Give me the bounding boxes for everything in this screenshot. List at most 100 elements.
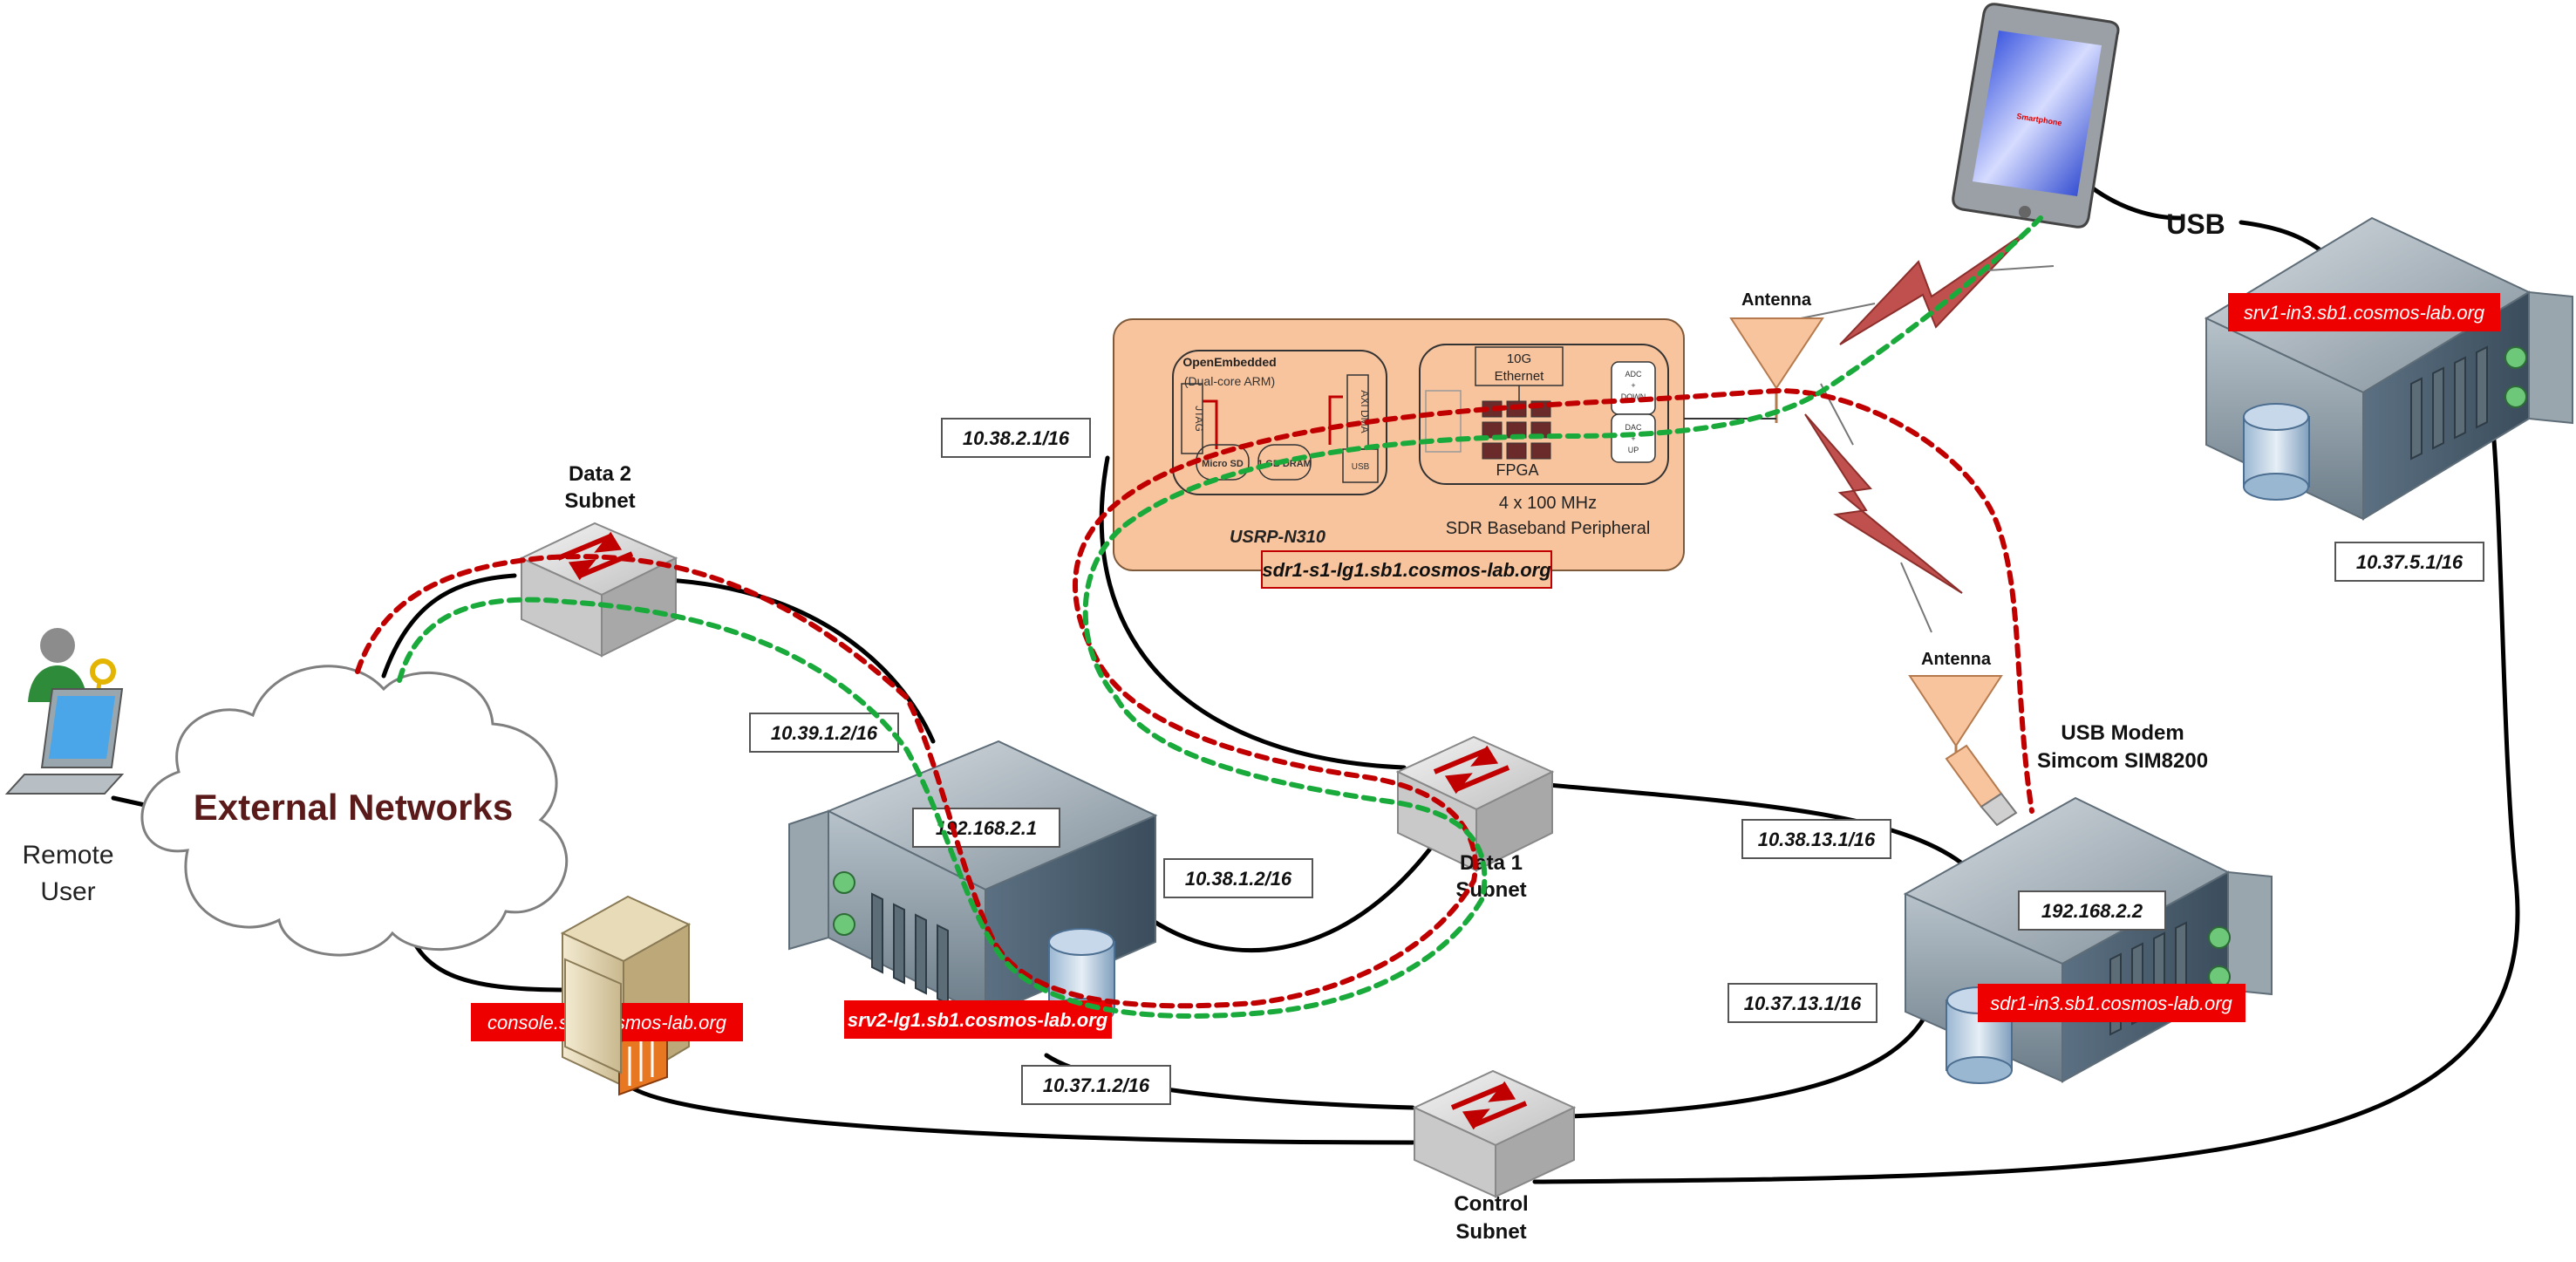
control-switch[interactable]: Control Subnet [1412, 1069, 1577, 1244]
usrp-caption-line1: 4 x 100 MHz [1499, 494, 1597, 513]
switch-arrows-icon [1450, 1081, 1528, 1130]
external-networks-cloud[interactable]: External Networks [140, 665, 569, 957]
jtag-box [1181, 383, 1203, 454]
svg-text:10.37.1.2/16: 10.37.1.2/16 [1043, 1074, 1150, 1096]
svg-text:+: + [1631, 381, 1635, 390]
down-label: DOWN [1621, 392, 1646, 401]
svg-text:10.39.1.2/16: 10.39.1.2/16 [771, 722, 878, 744]
user-head-icon [40, 628, 75, 663]
usrp-hostname-badge[interactable]: sdr1-s1-lg1.sb1.cosmos-lab.org [1261, 550, 1552, 589]
sdr1-ip-box[interactable]: 192.168.2.2 [2018, 890, 2166, 931]
phone-home-button-icon [2019, 206, 2031, 218]
jtag-label: JTAG [1193, 406, 1205, 432]
data2-label-line2: Subnet [564, 489, 635, 513]
data2-label-line1: Data 2 [569, 462, 631, 486]
sdr1-hostname: sdr1-in3.sb1.cosmos-lab.org [1990, 993, 2232, 1014]
led-icon [2504, 346, 2527, 369]
ip-label-10-37-5-1[interactable]: 10.37.5.1/16 [2334, 542, 2484, 582]
usb-link-label: USB [2166, 208, 2225, 240]
usrp-n310[interactable]: OpenEmbedded (Dual-core ARM) JTAG AXI DM… [1113, 318, 1685, 571]
remote-user[interactable]: Remote User [4, 628, 125, 906]
control-label-line2: Subnet [1455, 1220, 1526, 1244]
lightning-bolt-icon [1839, 230, 2028, 345]
ip-label-10-39-1-2[interactable]: 10.39.1.2/16 [749, 713, 899, 753]
adc-label: ADC [1625, 370, 1642, 379]
wireless-link-bottom [1804, 383, 1963, 633]
usrp-usb-label: USB [1352, 462, 1370, 472]
ethernet-label-line1: 10G [1507, 351, 1531, 366]
cable-srv2-data1 [1131, 835, 1441, 953]
dram-box [1257, 444, 1312, 481]
antenna-icon [1729, 317, 1824, 390]
fpga-label: FPGA [1496, 461, 1538, 479]
sdr1-hostname-badge[interactable]: sdr1-in3.sb1.cosmos-lab.org [1978, 984, 2245, 1022]
arm-block [1172, 350, 1387, 495]
cable-control-sdr1 [1567, 1000, 1934, 1119]
path-red-dashed [355, 387, 2034, 1009]
antenna-top[interactable]: Antenna [1729, 290, 1824, 423]
wireless-link-top [1787, 230, 2055, 345]
ip-label-10-37-1-2[interactable]: 10.37.1.2/16 [1021, 1065, 1171, 1105]
dac-box [1611, 413, 1656, 463]
ethernet-label-line2: Ethernet [1495, 369, 1545, 384]
smartphone[interactable]: Smartphone [1952, 3, 2120, 229]
srv1-hostname: srv1-in3.sb1.cosmos-lab.org [2244, 302, 2485, 324]
key-icon [90, 658, 116, 685]
led-icon [833, 871, 855, 894]
led-icon [833, 913, 855, 936]
usb-modem-label-line2: Simcom SIM8200 [2037, 749, 2208, 773]
ip-label-10-38-2-1[interactable]: 10.38.2.1/16 [941, 418, 1091, 458]
led-icon [2208, 926, 2231, 949]
arm-title: OpenEmbedded [1182, 355, 1276, 369]
cloud-label: External Networks [194, 787, 513, 828]
data2-switch[interactable]: Data 2 Subnet [519, 462, 678, 658]
usrp-model: USRP-N310 [1230, 528, 1325, 547]
antenna-icon [1908, 675, 2003, 747]
ip-label-10-37-13-1[interactable]: 10.37.13.1/16 [1728, 983, 1877, 1023]
srv2-hostname-badge[interactable]: srv2-lg1.sb1.cosmos-lab.org [844, 1000, 1112, 1039]
control-label-line1: Control [1454, 1192, 1528, 1216]
led-icon [2504, 385, 2527, 408]
usb-stick-icon [1945, 744, 2003, 808]
svg-text:10.38.1.2/16: 10.38.1.2/16 [1185, 868, 1292, 890]
svg-text:10.37.13.1/16: 10.37.13.1/16 [1744, 993, 1862, 1014]
usb-modem[interactable]: USB Modem Simcom SIM8200 [1945, 721, 2208, 827]
svg-text:10.37.5.1/16: 10.37.5.1/16 [2356, 551, 2464, 573]
micro-sd-label: Micro SD [1202, 459, 1244, 469]
cable-layer [111, 181, 2520, 1184]
sdr1-ip: 192.168.2.2 [2041, 900, 2143, 922]
phone-screen [1973, 31, 2102, 196]
remote-user-label-line2: User [40, 877, 95, 906]
data1-label-line1: Data 1 [1460, 851, 1523, 875]
cable-data1-sdr1 [1545, 782, 1965, 866]
antenna-bottom[interactable]: Antenna [1908, 650, 2003, 767]
drive-bays-icon [871, 892, 949, 1006]
svg-text:10.38.2.1/16: 10.38.2.1/16 [963, 427, 1070, 449]
arm-sub: (Dual-core ARM) [1184, 374, 1275, 388]
path-green-dashed [397, 215, 2043, 1019]
ip-label-10-38-1-2[interactable]: 10.38.1.2/16 [1163, 858, 1313, 898]
up-label: UP [1628, 446, 1639, 454]
svg-text:+: + [1631, 434, 1635, 443]
srv1-hostname-badge[interactable]: srv1-in3.sb1.cosmos-lab.org [2228, 293, 2500, 331]
ip-label-10-38-13-1[interactable]: 10.38.13.1/16 [1741, 819, 1891, 859]
cable-cloud-data2 [381, 573, 517, 679]
switch-arrows-icon [1433, 745, 1510, 795]
cable-data2-srv2 [664, 577, 936, 744]
cable-usrp-data1 [1099, 455, 1407, 770]
cable-phone-srv1 [2083, 181, 2183, 221]
sdr1-server[interactable] [1903, 796, 2273, 1084]
usrp-hostname: sdr1-s1-lg1.sb1.cosmos-lab.org [1262, 559, 1551, 581]
dram-label: 1 GB DRAM [1257, 459, 1312, 469]
antenna-bottom-label: Antenna [1921, 650, 1992, 669]
srv2-hostname: srv2-lg1.sb1.cosmos-lab.org [848, 1009, 1108, 1031]
cloud-shape [140, 665, 569, 957]
cable-usb-srv1 [2239, 220, 2327, 256]
drive-bays-icon [2410, 345, 2488, 460]
data1-switch[interactable]: Data 1 Subnet [1395, 735, 1555, 902]
srv1-server[interactable] [2204, 216, 2573, 521]
usrp-caption-line2: SDR Baseband Peripheral [1446, 519, 1651, 538]
axi-label: AXI DMA [1359, 390, 1371, 433]
dac-label: DAC [1625, 423, 1642, 432]
